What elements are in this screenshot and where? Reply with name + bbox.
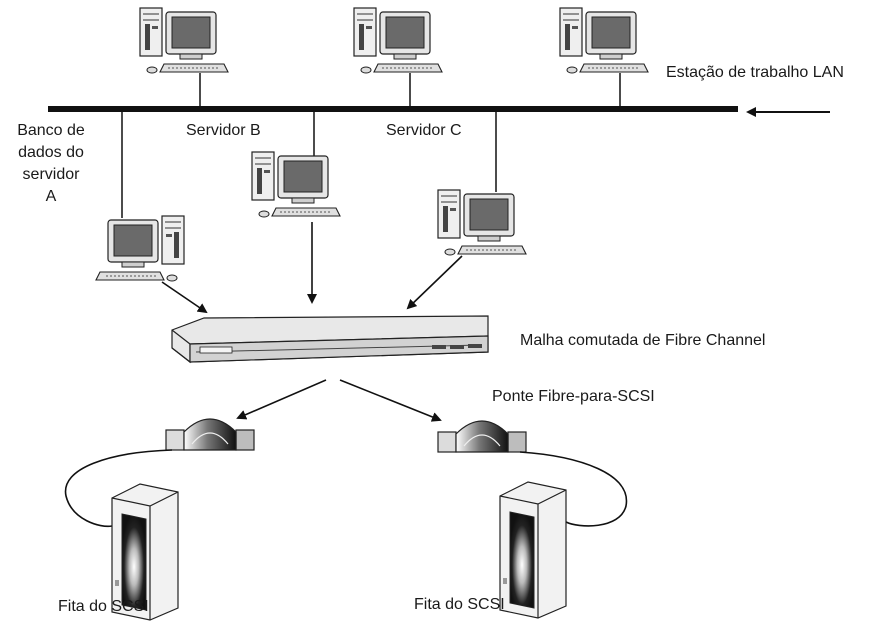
scsi-bridge-left [165, 418, 255, 451]
server-a-label-line-4: A [45, 188, 57, 205]
lan-workstation-label: Estação de trabalho LAN [666, 64, 844, 81]
server-a-label-line-3: servidor [22, 166, 80, 183]
server-a-label-line-1: Banco de [17, 122, 85, 139]
cable-right [519, 451, 628, 527]
arrow-switch-to-bridge-left [236, 379, 327, 420]
tape-right-label: Fita do SCSI [414, 596, 505, 613]
server-c-label: Servidor C [386, 122, 462, 139]
tape-library-right [499, 481, 567, 619]
lan-workstation-3 [559, 7, 649, 106]
tape-left-label: Fita do SCSI [58, 598, 149, 615]
arrow-server-c-to-switch [406, 255, 463, 310]
bridge-label: Ponte Fibre-para-SCSI [492, 388, 655, 405]
scsi-bridge-right [437, 420, 527, 453]
fibre-channel-switch [171, 315, 489, 364]
lan-workstation-1 [139, 7, 229, 106]
server-a-label: Banco de dados do servidor A [4, 120, 98, 208]
arrow-server-a-to-switch [161, 281, 208, 314]
arrow-switch-to-bridge-right [339, 379, 442, 422]
server-a-computer [96, 216, 184, 281]
lan-workstation-2 [353, 7, 443, 106]
fabric-label: Malha comutada de Fibre Channel [520, 332, 766, 349]
cable-left [64, 449, 173, 528]
server-a-label-line-2: dados do [18, 144, 84, 161]
server-c-computer [437, 189, 527, 256]
server-b-label: Servidor B [186, 122, 261, 139]
server-b-computer [251, 151, 341, 218]
